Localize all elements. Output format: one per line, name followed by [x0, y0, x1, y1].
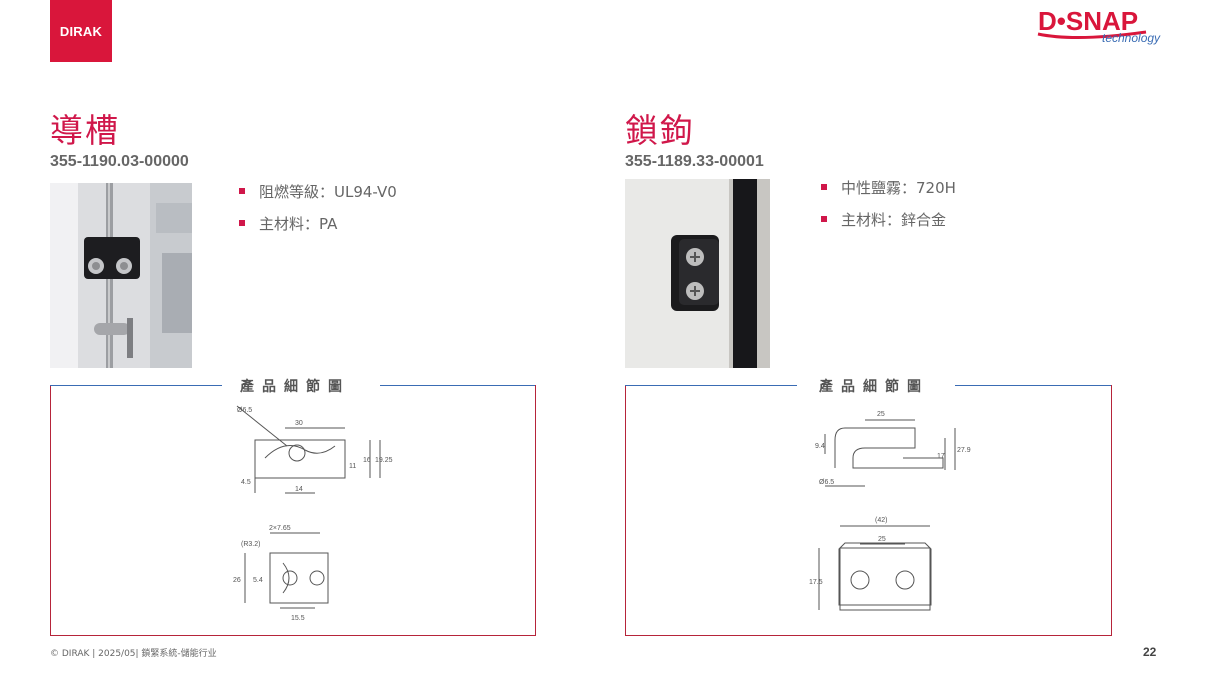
- right-section-title: 鎖鉤: [625, 111, 695, 150]
- dim-right-top-1: 9.4: [815, 443, 825, 450]
- right-detail-topline-left: [625, 385, 797, 386]
- dim-right-bottom-1: 25: [878, 536, 886, 543]
- dim-left-bottom-1: (R3.2): [241, 541, 260, 548]
- left-detail-box: [50, 385, 536, 636]
- right-detail-box: [625, 385, 1112, 636]
- lock-hook-photo: [625, 179, 770, 368]
- left-spec-list: 阻燃等級：UL94-V0 主材料：PA: [239, 175, 397, 239]
- left-detail-topline-right: [380, 385, 535, 386]
- dim-right-bottom-0: (42): [875, 517, 887, 524]
- right-spec-item: 主材料：鋅合金: [821, 203, 956, 235]
- right-spec-list: 中性鹽霧：720H 主材料：鋅合金: [821, 171, 956, 235]
- dsnap-logo-text: D•SNAP: [1038, 6, 1138, 36]
- left-spec-material: 主材料：PA: [259, 214, 338, 233]
- left-detail-heading: 產品細節圖: [240, 379, 350, 395]
- dim-left-top-5: 4.5: [241, 479, 251, 486]
- lock-hook-drawing: 25 9.4 17 27.9 Ø6.5 (42) 25 17.5: [805, 398, 985, 628]
- right-detail-heading: 產品細節圖: [819, 379, 929, 395]
- dim-left-top-4: 11: [349, 463, 356, 470]
- dim-left-top-2: 16: [363, 457, 371, 464]
- footer-copyright: © DIRAK | 2025/05| 鎖緊系統-儲能行业: [50, 649, 217, 659]
- bullet-square-icon: [239, 220, 245, 226]
- dim-right-top-0: 25: [877, 411, 885, 418]
- dim-left-top-6: 14: [295, 486, 303, 493]
- dirak-logo-text: DIRAK: [59, 23, 103, 39]
- dsnap-logo-subtext: technology: [1102, 31, 1161, 45]
- dim-left-top-3: 19.25: [375, 457, 393, 464]
- dim-left-bottom-0: 2×7.65: [269, 525, 291, 532]
- right-spec-salt-spray: 中性鹽霧：720H: [841, 178, 956, 197]
- dim-right-top-4: Ø6.5: [819, 479, 834, 486]
- dim-left-bottom-3: 5.4: [253, 577, 263, 584]
- page-number: 22: [1143, 645, 1157, 659]
- left-detail-topline-left: [50, 385, 222, 386]
- bullet-square-icon: [821, 184, 827, 190]
- dsnap-logo: D•SNAP technology: [1036, 4, 1164, 46]
- left-spec-item: 主材料：PA: [239, 207, 397, 239]
- dim-left-bottom-4: 15.5: [291, 615, 305, 622]
- dim-left-top-0: Ø6.5: [237, 407, 252, 414]
- left-spec-item: 阻燃等級：UL94-V0: [239, 175, 397, 207]
- dim-right-top-3: 27.9: [957, 447, 971, 454]
- right-part-number: 355-1189.33-00001: [625, 153, 764, 170]
- dim-left-bottom-2: 26: [233, 577, 241, 584]
- cable-guide-photo: [50, 183, 192, 368]
- left-part-number: 355-1190.03-00000: [50, 153, 189, 170]
- dim-right-top-2: 17: [937, 453, 945, 460]
- cable-guide-drawing: Ø6.5 30 16 19.25 11 4.5 14 2×7.65 (R3.2)…: [225, 398, 395, 628]
- left-spec-flame-rating: 阻燃等級：UL94-V0: [259, 182, 397, 201]
- dim-left-top-1: 30: [295, 420, 303, 427]
- bullet-square-icon: [239, 188, 245, 194]
- left-section-title: 導槽: [50, 111, 120, 150]
- right-spec-material: 主材料：鋅合金: [841, 210, 947, 229]
- bullet-square-icon: [821, 216, 827, 222]
- dirak-logo: DIRAK: [50, 0, 112, 62]
- dim-right-bottom-2: 17.5: [809, 579, 823, 586]
- right-spec-item: 中性鹽霧：720H: [821, 171, 956, 203]
- right-detail-topline-right: [955, 385, 1111, 386]
